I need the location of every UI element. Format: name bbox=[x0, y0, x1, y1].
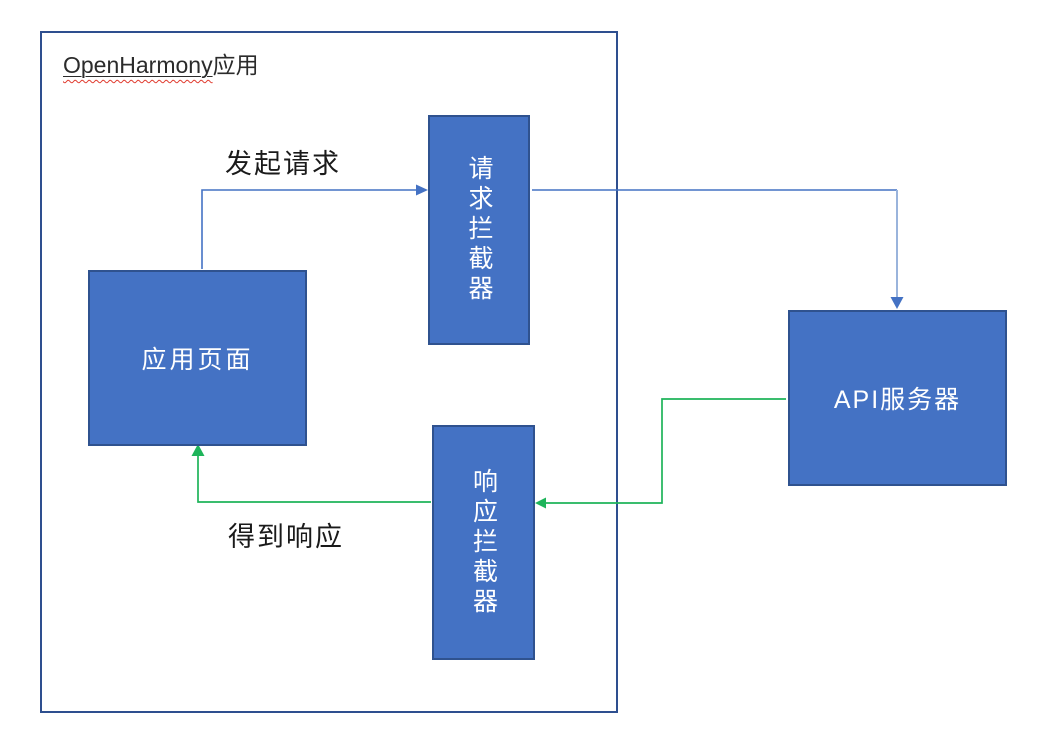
node-request-interceptor: 请求拦截器 bbox=[428, 115, 530, 345]
node-api-server-label: API服务器 bbox=[833, 386, 962, 414]
title-spellcheck-wavy-underline: OpenHarmony bbox=[63, 52, 213, 78]
node-request-interceptor-label: 请求拦截器 bbox=[465, 155, 493, 305]
node-response-interceptor: 响应拦截器 bbox=[432, 425, 535, 660]
node-app-page: 应用页面 bbox=[88, 270, 307, 446]
node-api-server: API服务器 bbox=[788, 310, 1007, 486]
node-app-page-label: 应用页面 bbox=[141, 346, 254, 374]
edge-label-initiate-request: 发起请求 bbox=[225, 149, 341, 179]
title-underlined-text: OpenHarmony bbox=[63, 52, 213, 78]
node-response-interceptor-label: 响应拦截器 bbox=[469, 467, 498, 618]
edge-label-receive-response: 得到响应 bbox=[228, 522, 344, 552]
edge-request-to-server-arrowhead bbox=[890, 297, 904, 309]
diagram-title: OpenHarmony应用 bbox=[63, 46, 259, 80]
openharmony-app-container-box: OpenHarmony应用 bbox=[40, 31, 618, 713]
title-plain-text: 应用 bbox=[212, 52, 259, 78]
